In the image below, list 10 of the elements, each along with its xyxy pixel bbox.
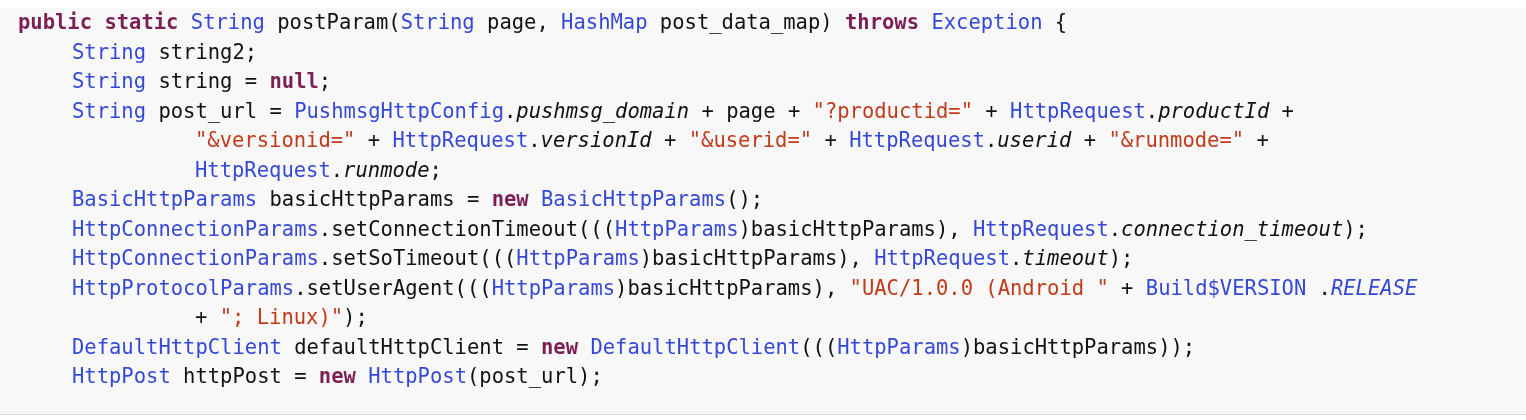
code-line: BasicHttpParams basicHttpParams = new BasicHttpParams(); xyxy=(71,186,765,213)
code-line: DefaultHttpClient defaultHttpClient = new DefaultHttpClient(((HttpParams)basicHttpParams)); xyxy=(71,333,1197,361)
code-line: HttpConnectionParams.setConnectionTimeout(((HttpParams)basicHttpParams), HttpRequest.connection_timeout); xyxy=(71,215,1369,243)
code-line: HttpPost httpPost = new HttpPost(post_url); xyxy=(71,363,604,390)
code-line: HttpConnectionParams.setSoTimeout(((HttpParams)basicHttpParams), HttpRequest.timeout); xyxy=(71,245,1135,272)
code-line: String post_url = PushmsgHttpConfig.pushmsg_domain + page + "?productid=" + HttpRequest.productId + "&versionid=" + HttpRequest.versionId + "&userid=" + HttpRequest.userid + "&runmode=" + HttpRequest.runmode; xyxy=(71,97,1295,184)
method-signature: public static String postParam(String page, HashMap post_data_map) throws Exception { xyxy=(17,9,1069,36)
code-line: HttpProtocolParams.setUserAgent(((HttpParams)basicHttpParams), "UAC/1.0.0 (Android " + Build$VERSION .RELEASE + "; Linux)"); xyxy=(71,274,1419,331)
code-line: String string = null; xyxy=(71,68,333,95)
code-line: String string2; xyxy=(71,38,259,66)
